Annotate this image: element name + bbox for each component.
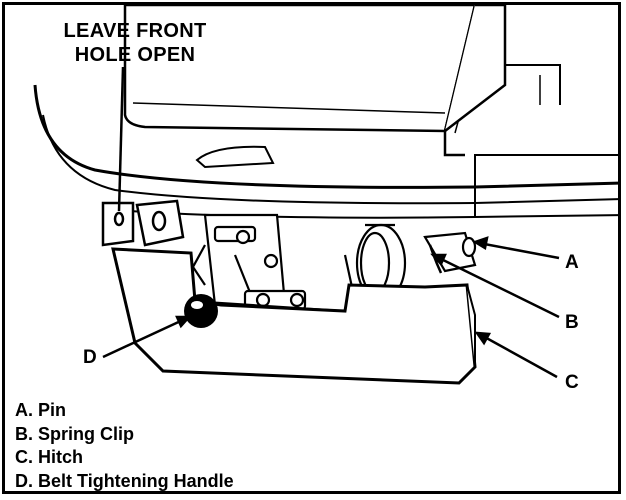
- handle-knob-highlight: [191, 301, 203, 309]
- hitch-housing: [111, 247, 477, 385]
- legend: A. Pin B. Spring Clip C. Hitch D. Belt T…: [15, 399, 234, 492]
- legend-row-a: A. Pin: [15, 399, 234, 423]
- callout-line-2: HOLE OPEN: [74, 44, 196, 66]
- front-hole-callout: LEAVE FRONT HOLE OPEN: [15, 19, 255, 67]
- hitch-bracket-left: [101, 199, 185, 247]
- leader-lines: [102, 66, 560, 379]
- leader-front-hole: [117, 66, 125, 212]
- legend-row-b: B. Spring Clip: [15, 423, 234, 447]
- hitch-illustration: [33, 5, 618, 385]
- legend-letter: D.: [15, 470, 33, 491]
- legend-text: Hitch: [38, 447, 84, 467]
- legend-letter: A.: [15, 400, 33, 420]
- pin-head: [461, 236, 477, 258]
- legend-row-d: D. Belt Tightening Handle: [15, 470, 234, 492]
- legend-text: Spring Clip: [38, 423, 135, 444]
- tightening-mechanism: [191, 213, 307, 311]
- leader-a: [478, 241, 560, 260]
- leader-b: [436, 255, 560, 319]
- label-a: A: [565, 252, 579, 273]
- callout-line-1: LEAVE FRONT: [63, 20, 207, 42]
- mower-deck: [123, 5, 561, 157]
- legend-letter: C.: [15, 447, 33, 467]
- leader-d: [102, 317, 186, 359]
- label-d: D: [83, 347, 97, 368]
- pulley-assembly: [343, 223, 477, 303]
- diagram-frame: LEAVE FRONT HOLE OPEN A B C D A. Pin B. …: [2, 2, 621, 494]
- legend-letter: B.: [15, 423, 33, 444]
- label-c: C: [565, 372, 579, 393]
- legend-row-c: C. Hitch: [15, 446, 234, 470]
- handle-knob: [184, 294, 218, 328]
- legend-text: Pin: [38, 400, 67, 420]
- legend-text: Belt Tightening Handle: [38, 470, 234, 491]
- leader-c: [480, 333, 558, 379]
- label-b: B: [565, 312, 579, 333]
